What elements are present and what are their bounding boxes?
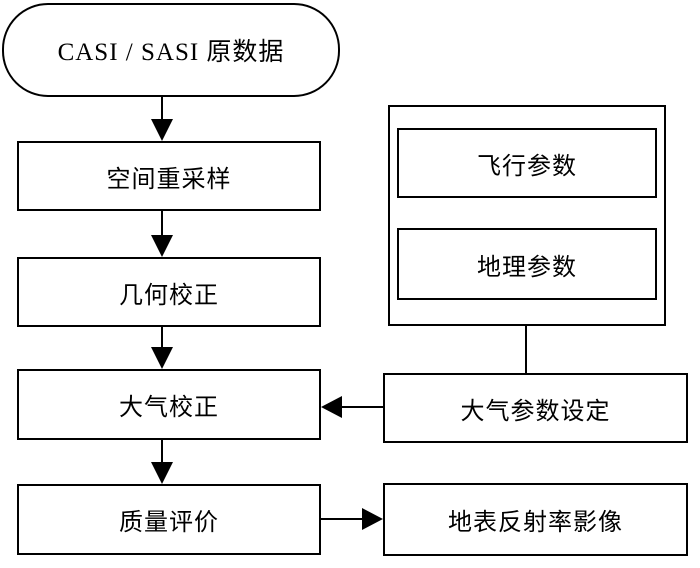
node-label: 质量评价 bbox=[119, 510, 219, 536]
arrowhead-down-icon bbox=[151, 462, 173, 484]
arrow-line-geometric-to-atmospheric bbox=[161, 327, 163, 348]
connector-params-to-settings bbox=[525, 326, 527, 373]
node-label: CASI / SASI 原数据 bbox=[57, 39, 285, 66]
arrowhead-down-icon bbox=[151, 347, 173, 369]
node-label: 空间重采样 bbox=[106, 166, 232, 193]
node-label: 地理参数 bbox=[477, 254, 577, 281]
node-flight-parameters: 飞行参数 bbox=[397, 128, 657, 198]
arrowhead-right-icon bbox=[362, 508, 383, 530]
node-surface-reflectance-image: 地表反射率影像 bbox=[383, 483, 688, 556]
node-casi-sasi-raw-data: CASI / SASI 原数据 bbox=[2, 3, 340, 97]
node-label: 地表反射率影像 bbox=[448, 510, 623, 536]
node-label: 几何校正 bbox=[119, 282, 219, 309]
node-atmospheric-correction: 大气校正 bbox=[17, 369, 321, 440]
arrowhead-left-icon bbox=[321, 396, 342, 418]
node-quality-evaluation: 质量评价 bbox=[17, 484, 321, 555]
arrow-line-source-to-resample bbox=[161, 97, 163, 120]
arrow-line-resample-to-geometric bbox=[161, 211, 163, 236]
node-label: 飞行参数 bbox=[477, 153, 577, 180]
node-label: 大气参数设定 bbox=[460, 398, 611, 425]
arrow-line-quality-to-reflectance bbox=[321, 518, 364, 520]
node-atmospheric-parameter-setting: 大气参数设定 bbox=[383, 373, 688, 443]
arrow-line-settings-to-atmospheric bbox=[340, 406, 383, 408]
node-geographic-parameters: 地理参数 bbox=[397, 228, 657, 300]
node-geometric-correction: 几何校正 bbox=[17, 257, 321, 327]
arrow-line-atmospheric-to-quality bbox=[161, 440, 163, 463]
arrowhead-down-icon bbox=[151, 119, 173, 141]
arrowhead-down-icon bbox=[151, 235, 173, 257]
node-spatial-resampling: 空间重采样 bbox=[17, 141, 321, 211]
node-label: 大气校正 bbox=[119, 395, 219, 421]
